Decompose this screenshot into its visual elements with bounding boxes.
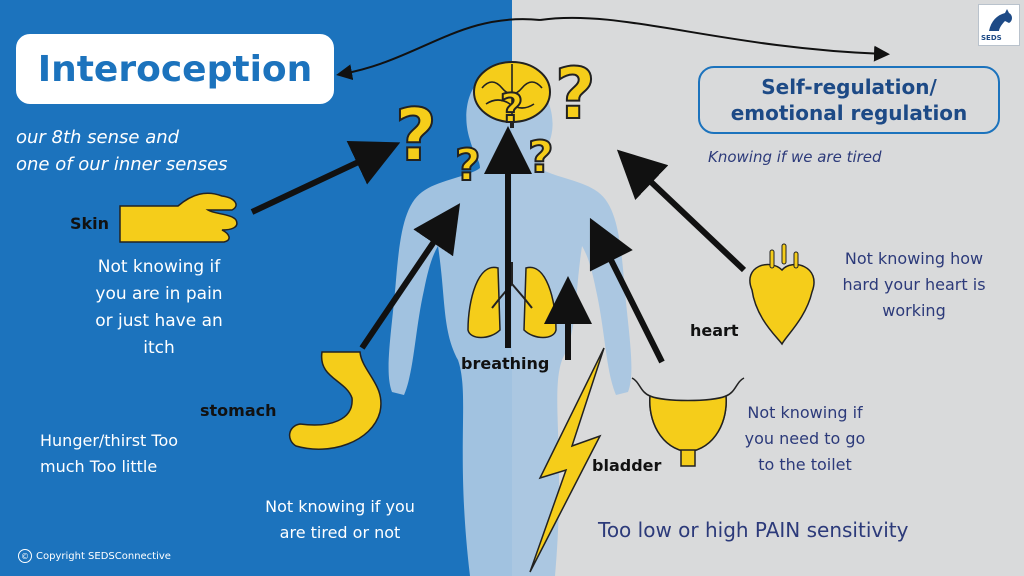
regulation-line-2: emotional regulation [730,101,968,125]
stomach-line-1: Hunger/thirst Too [40,431,179,450]
subtitle: our 8th sense and one of our inner sense… [16,124,228,178]
heart-label: heart [690,321,739,340]
bladder-line-1: Not knowing if [747,403,863,422]
seds-logo: SEDS [978,4,1020,46]
skin-line-4: itch [143,338,175,358]
svg-text:?: ? [555,53,596,135]
svg-text:?: ? [528,132,554,183]
logo-text: SEDS [981,34,1002,42]
question-marks: ? ? ? ? ? [394,52,597,192]
skin-line-1: Not knowing if [97,257,221,277]
bladder-icon [631,377,745,467]
subtitle-line-2: one of our inner senses [16,154,228,175]
stomach-description: Hunger/thirst Too much Too little [40,428,178,480]
heart-line-2: hard your heart is [842,275,986,294]
copyright: © Copyright SEDSConnective [18,549,171,563]
bladder-description: Not knowing if you need to go to the toi… [730,400,880,478]
regulation-text: Self-regulation/ emotional regulation [731,74,968,126]
stomach-icon [288,351,382,450]
skin-line-3: or just have an [95,311,223,331]
breathing-label: breathing [461,354,550,373]
arrows [250,126,747,364]
bladder-line-2: you need to go [744,429,866,448]
heart-line-1: Not knowing how [844,249,984,268]
svg-text:?: ? [500,86,523,132]
bladder-label: bladder [592,456,662,475]
copyright-text: Copyright SEDSConnective [36,550,171,562]
page-title: Interoception [37,48,313,90]
hand-icon [119,192,238,243]
regulation-box: Self-regulation/ emotional regulation [698,66,1000,134]
title-box: Interoception [16,34,334,104]
heart-description: Not knowing how hard your heart is worki… [826,246,1002,324]
tired-description: Not knowing if you are tired or not [248,494,432,546]
heart-line-3: working [882,301,946,320]
tired-line-1: Not knowing if you [265,497,415,516]
svg-text:?: ? [455,140,481,191]
copyright-icon: © [18,549,32,563]
skin-description: Not knowing if you are in pain or just h… [74,254,244,362]
skin-label: Skin [70,214,110,233]
bladder-line-3: to the toilet [758,455,852,474]
regulation-line-1: Self-regulation/ [761,75,937,99]
stomach-label: stomach [200,401,277,420]
subtitle-line-1: our 8th sense and [16,127,180,148]
tired-note: Knowing if we are tired [708,148,882,166]
lightning-icon [529,347,605,573]
svg-text:?: ? [395,93,437,177]
skin-line-2: you are in pain [95,284,223,304]
heart-icon [749,243,815,346]
stomach-line-2: much Too little [40,457,158,476]
pain-sensitivity: Too low or high PAIN sensitivity [598,518,909,542]
connector-arrows [336,16,890,81]
tired-line-2: are tired or not [279,523,401,542]
horse-icon [989,9,1012,31]
